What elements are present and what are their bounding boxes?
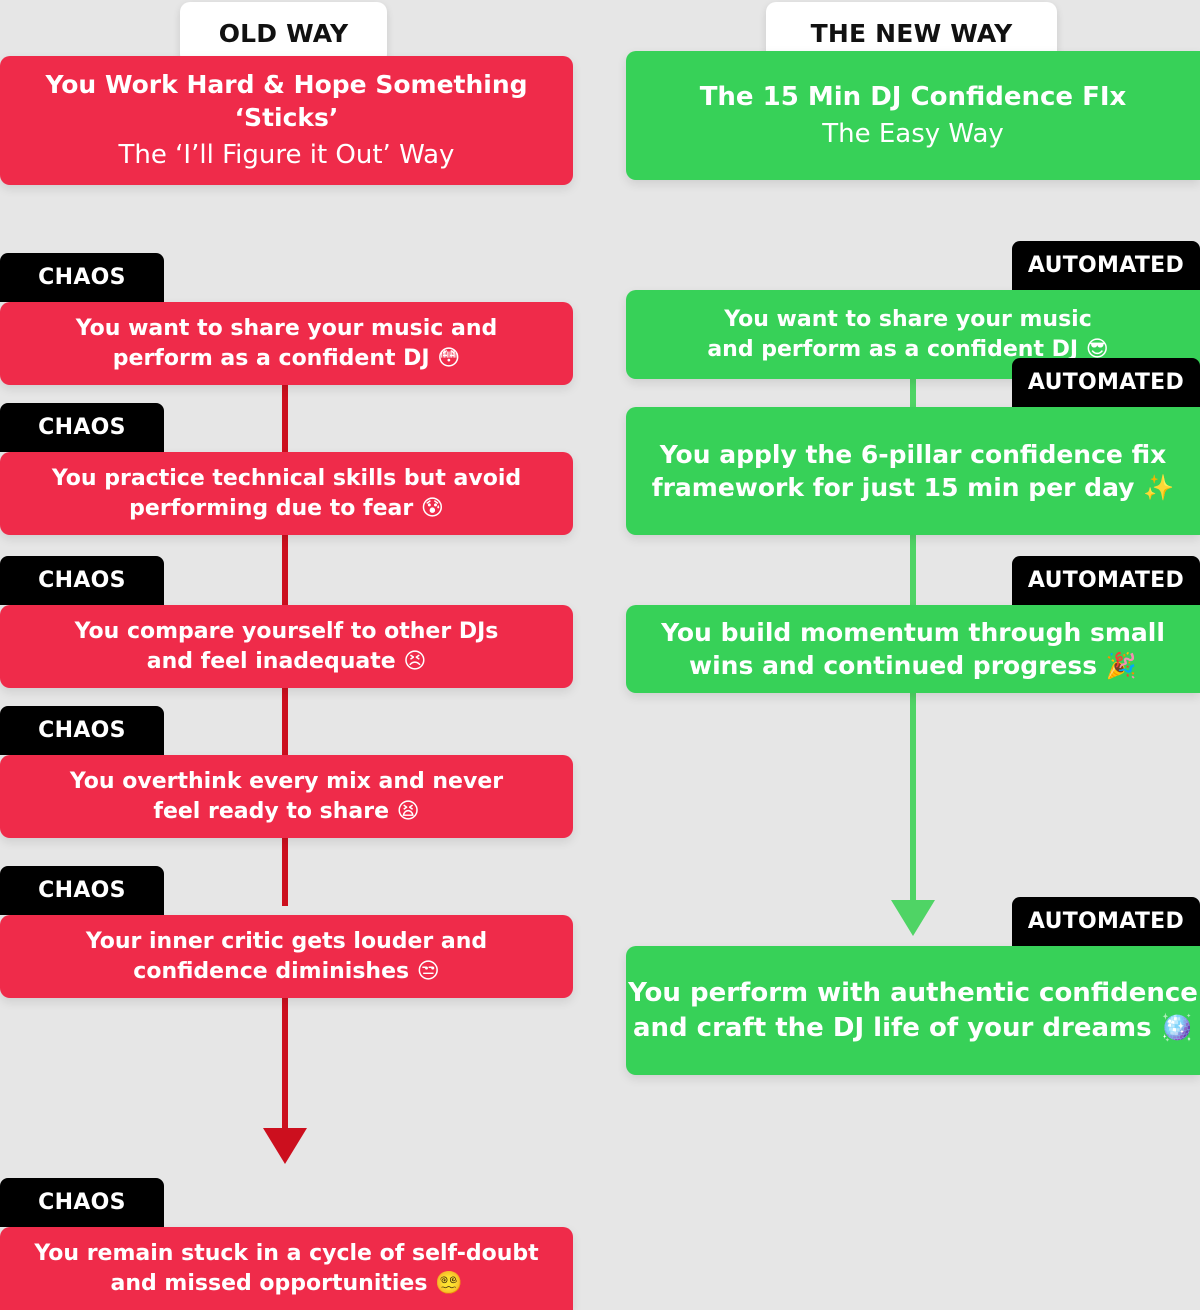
chaos-label-text: CHAOS (38, 568, 126, 593)
old-way-connector (282, 688, 288, 756)
chaos-label-text: CHAOS (38, 1190, 126, 1215)
step-line-2: confidence diminishes 😒 (133, 958, 440, 984)
chaos-label: CHAOS (0, 253, 164, 302)
step-line-1: You practice technical skills but avoid (51, 466, 522, 492)
automated-label-text: AUTOMATED (1027, 909, 1185, 934)
old-way-step-1: You want to share your music and perform… (0, 302, 573, 385)
new-way-arrowhead (891, 900, 935, 936)
step-line-2: framework for just 15 min per day ✨ (651, 473, 1175, 502)
step-line-1: You perform with authentic confidence (628, 978, 1198, 1009)
step-line-1: You build momentum through small (661, 618, 1165, 647)
automated-label-text: AUTOMATED (1027, 370, 1185, 395)
automated-label: AUTOMATED (1012, 241, 1200, 290)
new-way-step-2: You apply the 6-pillar confidence fix fr… (626, 407, 1200, 535)
automated-label: AUTOMATED (1012, 556, 1200, 605)
step-line-2: and missed opportunities 😵‍💫 (110, 1270, 463, 1296)
step-line-2: perform as a confident DJ 😳 (112, 345, 461, 371)
old-way-step-5: Your inner critic gets louder and confid… (0, 915, 573, 998)
old-way-header-title: You Work Hard & Hope Something ‘Sticks’ (45, 70, 528, 133)
chaos-label: CHAOS (0, 1178, 164, 1227)
step-line-2: performing due to fear 😰 (129, 495, 444, 521)
automated-label: AUTOMATED (1012, 897, 1200, 946)
chaos-label-text: CHAOS (38, 718, 126, 743)
old-way-step-3: You compare yourself to other DJs and fe… (0, 605, 573, 688)
chaos-label: CHAOS (0, 403, 164, 452)
step-line-2: feel ready to share 😫 (153, 798, 420, 824)
step-line-2: and craft the DJ life of your dreams 🪩 (632, 1012, 1194, 1043)
old-way-step-2: You practice technical skills but avoid … (0, 452, 573, 535)
old-way-header-subtitle: The ‘I’ll Figure it Out’ Way (118, 140, 455, 171)
chaos-label-text: CHAOS (38, 415, 126, 440)
step-line-2: and perform as a confident DJ 😎 (707, 336, 1109, 362)
automated-label-text: AUTOMATED (1027, 253, 1185, 278)
automated-label-text: AUTOMATED (1027, 568, 1185, 593)
old-way-step-6: You remain stuck in a cycle of self-doub… (0, 1227, 573, 1310)
new-way-header-subtitle: The Easy Way (822, 118, 1004, 149)
old-way-arrowhead (263, 1128, 307, 1164)
step-line-1: You overthink every mix and never (69, 769, 504, 795)
old-way-connector (282, 838, 288, 906)
old-way-connector (282, 997, 288, 1132)
new-way-step-4: You perform with authentic confidence an… (626, 946, 1200, 1075)
new-way-step-3: You build momentum through small wins an… (626, 605, 1200, 693)
old-way-tab: OLD WAY (180, 2, 387, 64)
new-way-connector (910, 379, 916, 409)
chaos-label: CHAOS (0, 556, 164, 605)
chaos-label: CHAOS (0, 706, 164, 755)
new-way-connector (910, 535, 916, 605)
old-way-connector (282, 385, 288, 453)
step-line-2: wins and continued progress 🎉 (689, 651, 1137, 680)
old-way-connector (282, 535, 288, 605)
new-way-tab-label: THE NEW WAY (810, 18, 1013, 48)
step-line-1: Your inner critic gets louder and (85, 929, 488, 955)
old-way-header: You Work Hard & Hope Something ‘Sticks’ … (0, 56, 573, 185)
new-way-header: The 15 Min DJ Confidence FIx The Easy Wa… (626, 51, 1200, 180)
new-way-connector (910, 693, 916, 903)
chaos-label-text: CHAOS (38, 878, 126, 903)
step-line-1: You want to share your music and (75, 316, 498, 342)
step-line-1: You remain stuck in a cycle of self-doub… (34, 1241, 539, 1267)
chaos-label-text: CHAOS (38, 265, 126, 290)
step-line-1: You compare yourself to other DJs (74, 619, 499, 645)
new-way-header-title: The 15 Min DJ Confidence FIx (699, 82, 1127, 113)
old-way-step-4: You overthink every mix and never feel r… (0, 755, 573, 838)
step-line-2: and feel inadequate 😣 (146, 648, 427, 674)
automated-label: AUTOMATED (1012, 358, 1200, 407)
chaos-label: CHAOS (0, 866, 164, 915)
old-way-tab-label: OLD WAY (218, 18, 349, 48)
step-line-1: You apply the 6-pillar confidence fix (659, 440, 1167, 469)
step-line-1: You want to share your music (724, 307, 1092, 333)
